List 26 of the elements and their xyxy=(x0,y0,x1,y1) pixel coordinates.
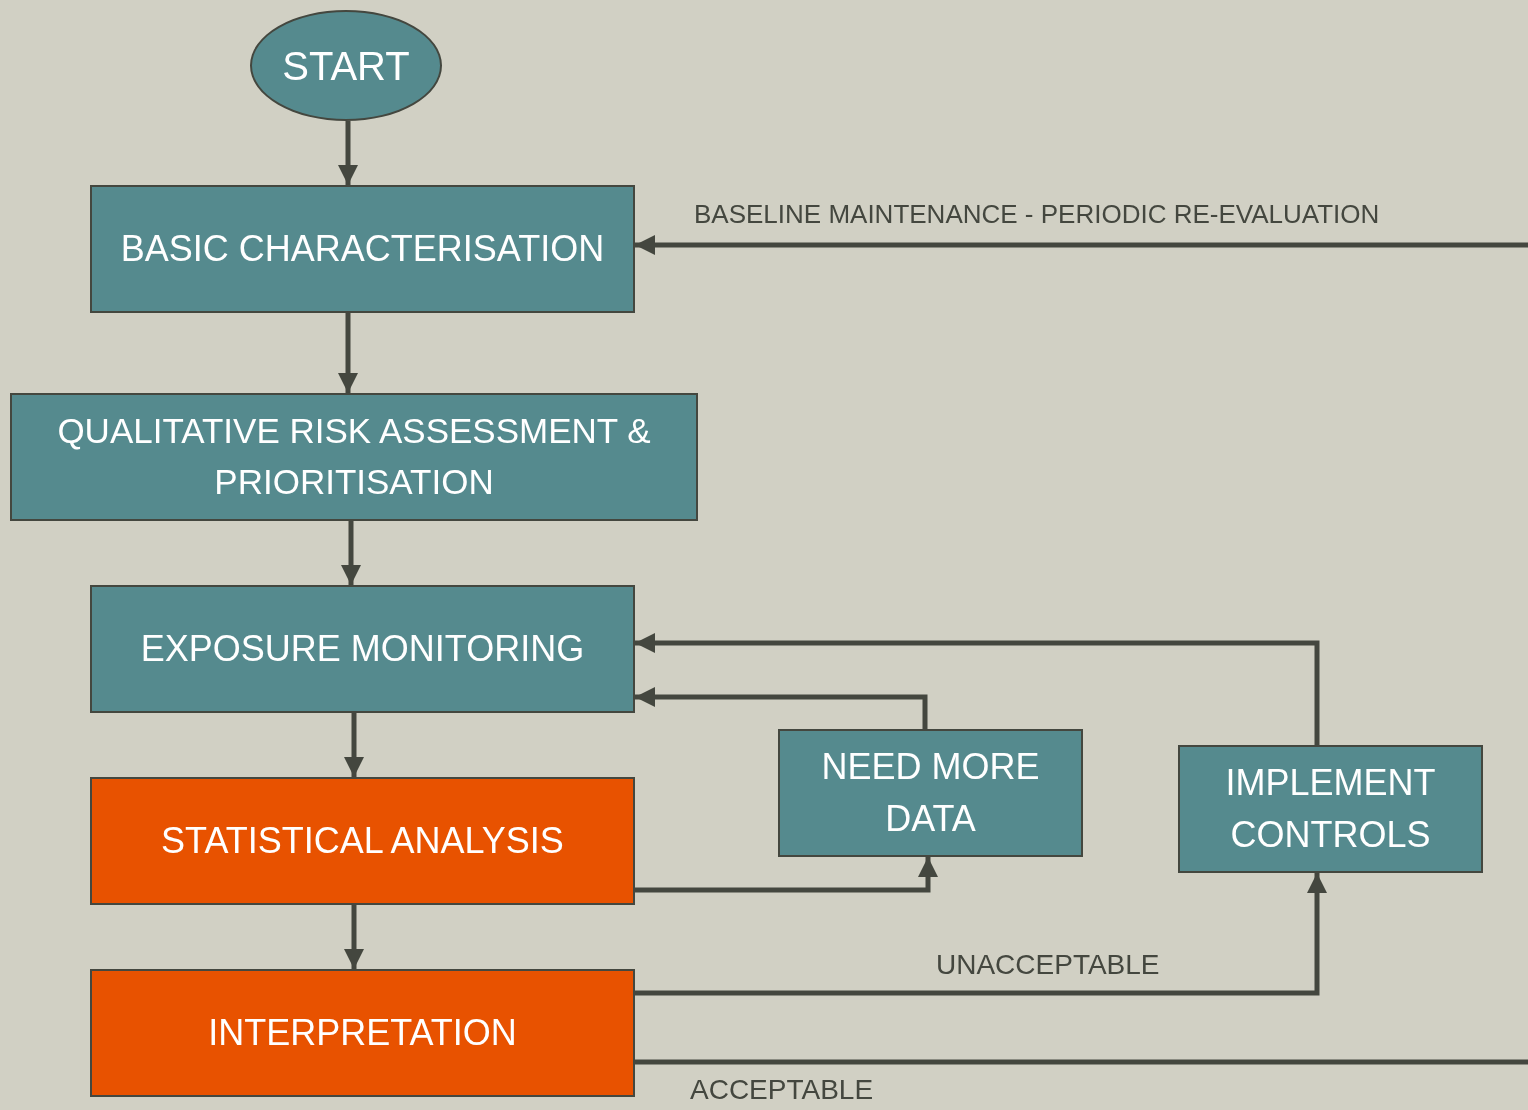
node-label: INTERPRETATION xyxy=(208,1010,517,1055)
connector-line xyxy=(635,1059,1528,1065)
node-label: BASIC CHARACTERISATION xyxy=(120,226,605,271)
node-label: STATISTICAL ANALYSIS xyxy=(161,818,564,863)
arrow xyxy=(344,713,364,777)
node-label: EXPOSURE MONITORING xyxy=(140,626,585,671)
process-box xyxy=(90,777,635,905)
node-label: NEED MORE DATA xyxy=(820,744,1041,841)
arrow xyxy=(635,687,928,729)
arrow xyxy=(635,235,1528,255)
arrow xyxy=(635,633,1320,745)
arrow xyxy=(338,313,358,393)
node-label: START xyxy=(282,42,410,90)
process-box xyxy=(10,393,698,521)
process-box xyxy=(90,585,635,713)
arrow xyxy=(635,873,1327,996)
node-label: QUALITATIVE RISK ASSESSMENT & PRIORITISATION xyxy=(56,410,652,503)
process-box xyxy=(90,185,635,313)
arrow xyxy=(344,905,364,969)
process-box xyxy=(778,729,1083,857)
node-label: IMPLEMENT CONTROLS xyxy=(1224,760,1437,857)
arrow xyxy=(635,857,938,893)
process-box xyxy=(90,969,635,1097)
process-box xyxy=(1178,745,1483,873)
arrow xyxy=(338,121,358,185)
arrow xyxy=(341,521,361,585)
